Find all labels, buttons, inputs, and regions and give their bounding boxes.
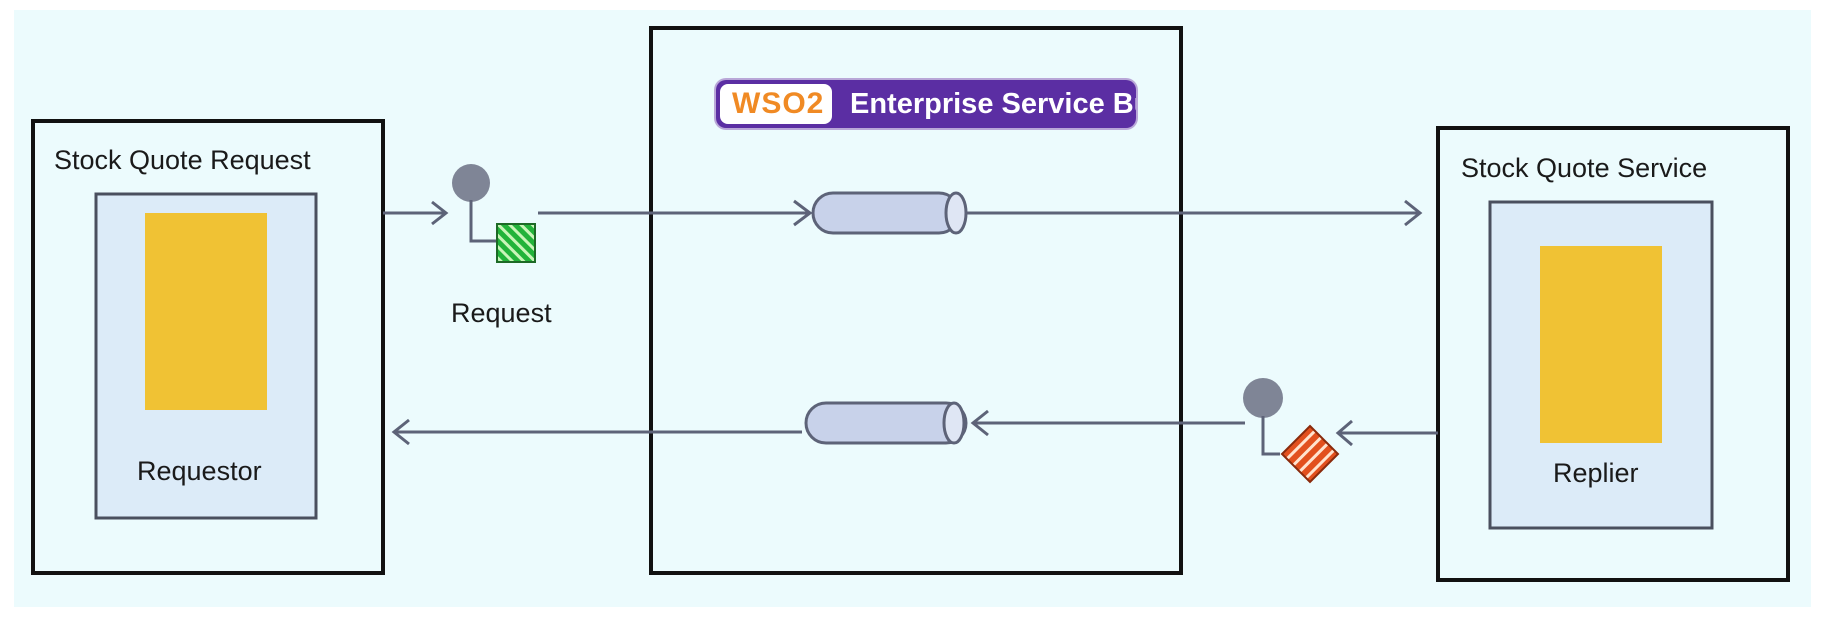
esb-title: Enterprise Service Bus xyxy=(850,88,1136,120)
reply-endpoint xyxy=(1243,378,1283,418)
request-endpoint xyxy=(452,164,490,202)
reply-endpoint-connector xyxy=(1261,416,1280,456)
requestor-label: Requestor xyxy=(137,456,262,486)
replier-component xyxy=(1540,246,1662,443)
wso2-logo: WSO2 xyxy=(720,84,832,124)
reply-arrow-out xyxy=(391,418,802,446)
reply-message-icon xyxy=(1280,424,1340,484)
request-message-label: Request xyxy=(451,298,552,328)
request-message-icon xyxy=(496,223,536,263)
reply-arrow-in xyxy=(1335,419,1438,447)
request-arrow-in xyxy=(383,200,449,226)
request-channel xyxy=(811,191,968,235)
stock-quote-service-title: Stock Quote Service xyxy=(1461,153,1708,183)
request-arrow-to-channel xyxy=(538,199,813,227)
replier-label: Replier xyxy=(1553,458,1639,488)
request-arrow-out xyxy=(966,199,1423,227)
requestor-component xyxy=(145,213,267,410)
reply-arrow-to-channel xyxy=(970,409,1245,437)
request-endpoint-connector xyxy=(469,200,497,243)
stock-quote-request-title: Stock Quote Request xyxy=(54,145,311,175)
reply-channel xyxy=(804,401,968,445)
esb-badge: WSO2 Enterprise Service Bus xyxy=(716,80,1136,128)
